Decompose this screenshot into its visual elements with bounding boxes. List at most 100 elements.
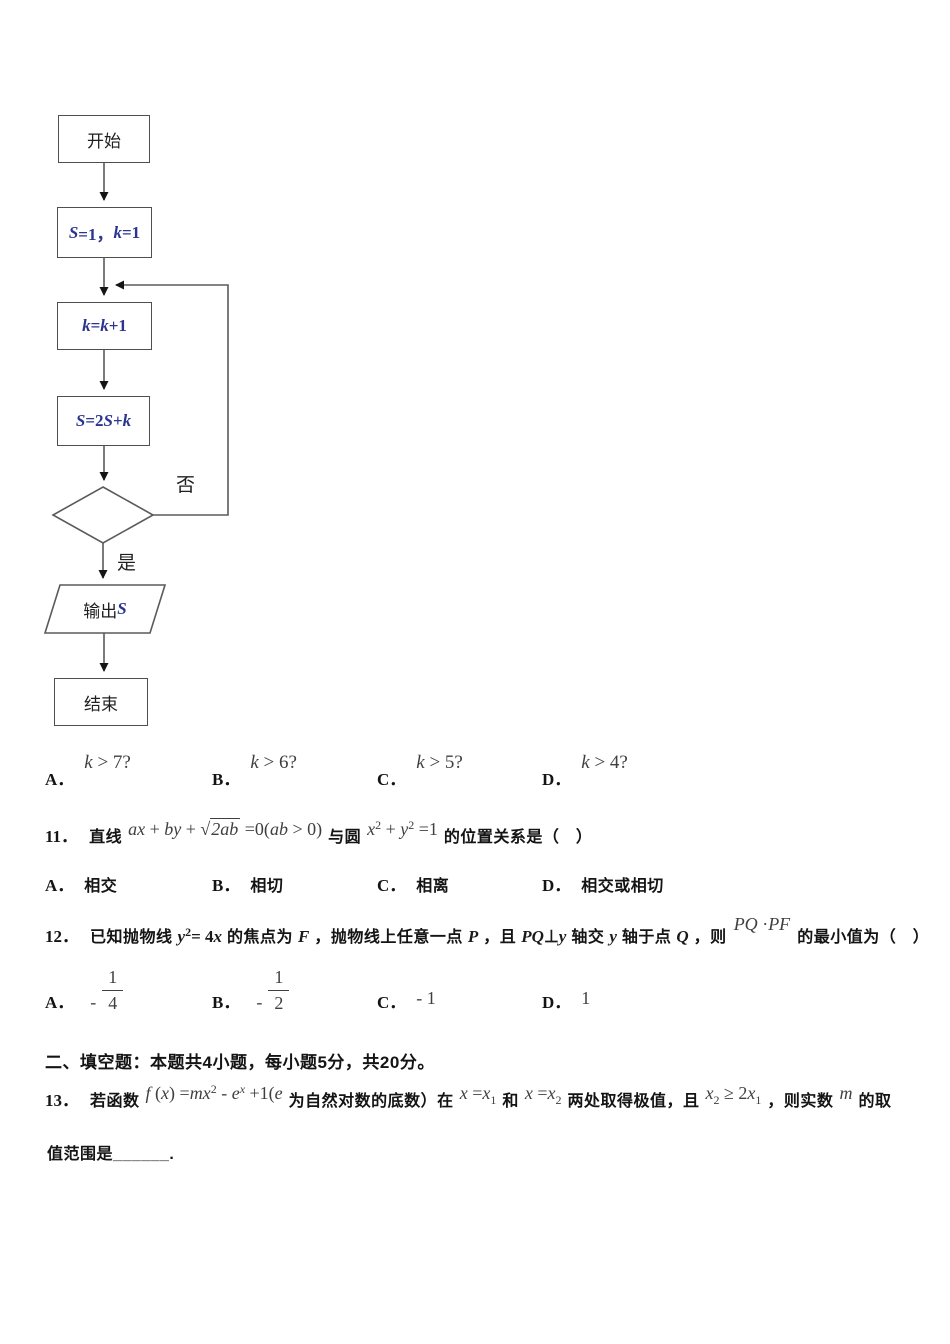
math-run: P: [467, 927, 479, 946]
decision-yes-label: 是: [117, 553, 137, 574]
math-run: Q: [676, 927, 689, 946]
math-run: > 0): [287, 819, 323, 839]
fraction-denominator: 4: [108, 993, 118, 1014]
math-run: y: [400, 819, 409, 839]
question-text: ，抛物线上任意一点: [314, 929, 463, 946]
math-run: 2ab: [210, 818, 241, 839]
option-letter: B．: [212, 993, 241, 1012]
loop-back-line: [115, 280, 229, 516]
math-run: ·: [757, 914, 769, 934]
question-text: 的最小值为（ ）: [797, 929, 930, 946]
question-text: 的焦点为: [227, 929, 294, 946]
math-expression: y2= 4x: [177, 925, 222, 947]
question-text: 为自然对数的底数）在: [288, 1093, 454, 1110]
fraction-numerator: 1: [268, 966, 290, 992]
flowchart-connectors: [43, 163, 229, 672]
math-run: ) =: [169, 1083, 190, 1103]
question-text: 两处取得极值，且: [567, 1093, 700, 1110]
q11-option-d: D．相交或相切: [542, 871, 664, 896]
math-run: = 4: [191, 927, 214, 946]
math-run: S: [117, 599, 127, 618]
math-expression: f (x) =mx2 - ex +1(e: [146, 1082, 283, 1104]
math-run: 2: [408, 818, 415, 832]
q11-option-a: A．相交: [45, 871, 117, 896]
flowchart-start-box: 开始: [58, 115, 150, 163]
flowchart-init-box: S=1，k=1: [57, 207, 152, 258]
decision-no-label: 否: [176, 475, 196, 496]
question-text: 的位置关系是（ ）: [443, 829, 593, 846]
option-letter: A．: [45, 876, 75, 895]
math-run: - 1: [416, 988, 436, 1008]
question-text: 若函数: [90, 1093, 140, 1110]
math-expression: P: [468, 927, 478, 947]
q10-option-c: C．k > 5?: [377, 752, 463, 790]
math-expression: y: [609, 927, 617, 947]
option-math: - 1: [416, 988, 436, 1009]
option-letter: C．: [377, 993, 407, 1012]
option-math: k > 6?: [250, 752, 297, 774]
math-run: x: [482, 1083, 491, 1103]
option-letter: A．: [45, 993, 75, 1012]
math-run: =0(: [240, 819, 270, 839]
math-run: √: [200, 819, 211, 839]
math-expression: x2 + y2 =1: [367, 818, 438, 840]
math-run: 1: [490, 1093, 497, 1107]
math-run: y: [558, 927, 567, 946]
math-run: y: [177, 927, 186, 946]
math-run: > 7?: [92, 752, 131, 773]
math-run: k: [122, 411, 132, 430]
math-run: =: [90, 316, 101, 335]
q11-option-c: C．相离: [377, 871, 449, 896]
math-run: k: [84, 752, 93, 773]
flowchart-increment-box: k=k+1: [57, 302, 152, 350]
option-letter: D．: [542, 993, 572, 1012]
math-run: > 4?: [589, 752, 628, 773]
option-math: 1: [581, 988, 590, 1009]
question-text: ，则实数: [767, 1093, 834, 1110]
math-run: x: [161, 1083, 170, 1103]
flowchart-end-box: 结束: [54, 678, 148, 726]
math-run: 2: [555, 1093, 562, 1107]
minus-sign: -: [90, 992, 97, 1012]
math-run: =2: [85, 411, 104, 430]
math-run: m: [839, 1083, 853, 1103]
option-text: 相切: [250, 878, 284, 895]
question-text: 轴于点: [621, 929, 672, 946]
option-letter: D．: [542, 770, 572, 789]
math-run: k: [581, 752, 590, 773]
q10-option-d: D． k > 4?: [542, 752, 628, 790]
math-run: 1: [581, 988, 591, 1008]
q10-option-b: B．k > 6?: [212, 752, 297, 790]
option-math: k > 5?: [416, 752, 463, 774]
question-number: 13．: [45, 1091, 79, 1110]
math-expression: Q: [676, 927, 688, 947]
math-run: x: [747, 1083, 756, 1103]
math-run: +1: [108, 316, 127, 335]
math-run: =1: [414, 819, 438, 839]
output-parallelogram: [43, 584, 167, 634]
option-math: k > 4?: [581, 752, 628, 774]
math-run: S: [68, 222, 79, 242]
math-run: S: [103, 411, 113, 430]
math-run: x: [367, 819, 376, 839]
math-run: +1(: [245, 1083, 275, 1103]
cjk-run: 输出: [83, 601, 118, 621]
math-run: x: [524, 1083, 533, 1103]
math-run: =: [532, 1083, 548, 1103]
q10-option-a: A．k > 7?: [45, 752, 131, 790]
math-expression: m: [839, 1083, 852, 1104]
math-run: x: [239, 1082, 246, 1096]
question-text: 直线: [89, 829, 123, 846]
math-run: 2: [713, 1093, 720, 1107]
option-letter: C．: [377, 876, 407, 895]
math-expression: x =x1: [460, 1083, 497, 1107]
math-expression: x =x2: [524, 1083, 562, 1107]
math-run: y: [609, 927, 617, 946]
math-run: x: [547, 1083, 556, 1103]
math-run: ab: [269, 819, 288, 839]
